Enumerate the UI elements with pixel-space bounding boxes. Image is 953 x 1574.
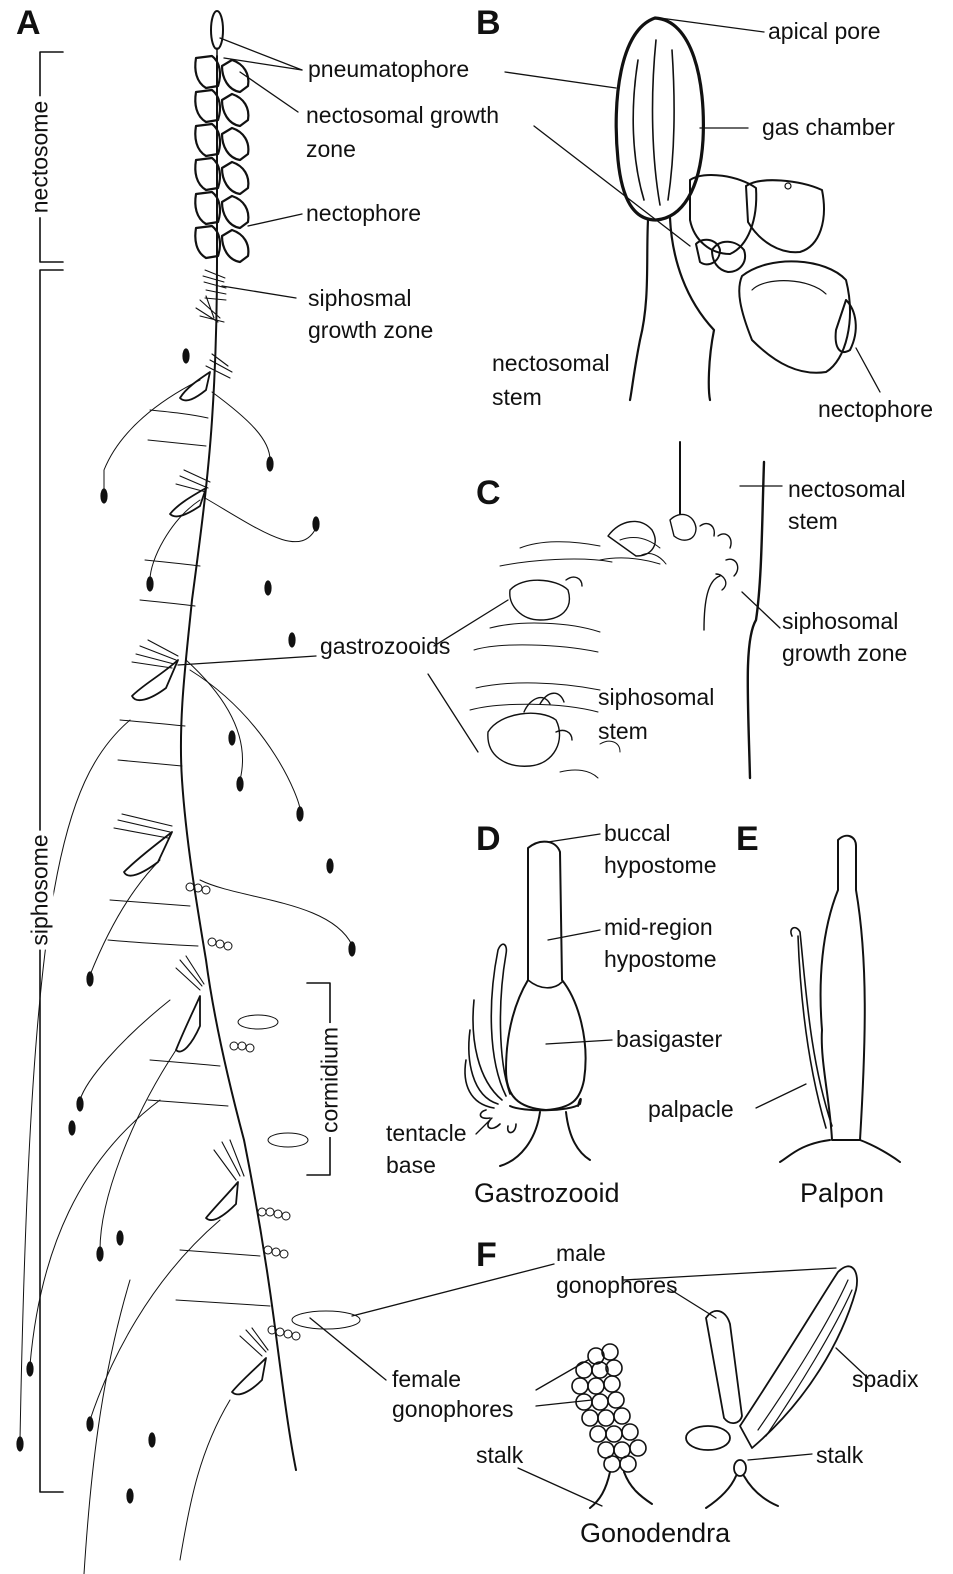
panel-d-drawing: [465, 834, 612, 1166]
tentacle-base-label-line1: tentacle: [386, 1120, 467, 1146]
stem-gastrozooids: [124, 372, 266, 1394]
panel-letter-b: B: [476, 4, 501, 43]
tentilla: [17, 349, 355, 1503]
palpon-caption: Palpon: [800, 1178, 884, 1209]
panel-a-leaders: [178, 38, 386, 1380]
apical-pore-label: apical pore: [768, 18, 881, 44]
buccal-hypostome-label-line2: hypostome: [604, 852, 717, 878]
panel-letter-e: E: [736, 820, 759, 859]
nectophore-label-a: nectophore: [306, 200, 421, 226]
gastrozooids-label: gastrozooids: [320, 633, 450, 659]
panel-c-leaders: [428, 486, 782, 752]
tentacle-base-label-line2: base: [386, 1152, 436, 1178]
siphosomal-growth-zone-label-a-line2: growth zone: [308, 317, 433, 343]
stem-gonophore-beads: [186, 883, 300, 1340]
palpon-body: [821, 836, 865, 1140]
nectosomal-growth-zone-label-line1: nectosomal growth: [306, 102, 499, 128]
panel-a-drawing: [17, 11, 386, 1574]
gastrozooid-caption: Gastrozooid: [474, 1178, 620, 1209]
siphosome-label: siphosome: [27, 830, 54, 949]
siphosomal-stem-label-line2: stem: [598, 718, 648, 744]
panel-e-leaders: [756, 1084, 806, 1108]
panel-letter-f: F: [476, 1236, 497, 1275]
siphosomal-growth-zone-label-c-line1: siphosomal: [782, 608, 898, 634]
siphosomal-growth-zone-label-c-line2: growth zone: [782, 640, 907, 666]
gonodendra-caption: Gonodendra: [580, 1518, 730, 1549]
nectosomal-stem-c: [748, 462, 764, 778]
pneumatophore-shape: [211, 11, 223, 49]
spadix-label: spadix: [852, 1366, 918, 1392]
female-gonophores-label-line1: female: [392, 1366, 461, 1392]
nectophores-b: [690, 175, 856, 373]
nectosomal-stem-label-c-line1: nectosomal: [788, 476, 906, 502]
gas-chamber-label: gas chamber: [762, 114, 895, 140]
buccal-hypostome-label-line1: buccal: [604, 820, 670, 846]
cormidium-label: cormidium: [317, 1023, 344, 1137]
panel-letter-d: D: [476, 820, 501, 859]
main-stem: [181, 56, 296, 1470]
nectosomal-stem-b: [630, 218, 714, 400]
panel-d-leaders: [476, 834, 612, 1134]
panel-e-drawing: [756, 836, 900, 1162]
basigaster-label: basigaster: [616, 1026, 722, 1052]
female-gonophores-label-line2: gonophores: [392, 1396, 514, 1422]
nectosomal-stem-label-b-line2: stem: [492, 384, 542, 410]
siphosomal-growth-zone-label-a-line1: siphosmal: [308, 285, 412, 311]
stem-tufts: [114, 296, 268, 1356]
stalk-label-right: stalk: [816, 1442, 863, 1468]
nectophore-label-b: nectophore: [818, 396, 933, 422]
palpacle: [791, 928, 832, 1128]
nectosomal-stem-label-b-line1: nectosomal: [492, 350, 610, 376]
panel-b-drawing: [505, 18, 880, 400]
pneumatophore-label: pneumatophore: [308, 56, 469, 82]
male-gonophores-label-line1: male: [556, 1240, 606, 1266]
gastrozooid-body: [506, 842, 586, 1110]
panel-letter-a: A: [16, 4, 41, 43]
nectosome-label: nectosome: [27, 97, 54, 218]
mid-region-hypostome-label-line2: hypostome: [604, 946, 717, 972]
palpacle-label: palpacle: [648, 1096, 734, 1122]
nectosomal-growth-zone-label-line2: zone: [306, 136, 356, 162]
siphosomal-stem-label-line1: siphosomal: [598, 684, 714, 710]
nectosomal-stem-label-c-line2: stem: [788, 508, 838, 534]
nectophore-stack: [195, 56, 248, 262]
stalk-label-left: stalk: [476, 1442, 523, 1468]
growth-zone-bristles: [203, 270, 226, 300]
male-gonophores-label-line2: gonophores: [556, 1272, 678, 1298]
mid-region-hypostome-label-line1: mid-region: [604, 914, 713, 940]
panel-letter-c: C: [476, 474, 501, 513]
